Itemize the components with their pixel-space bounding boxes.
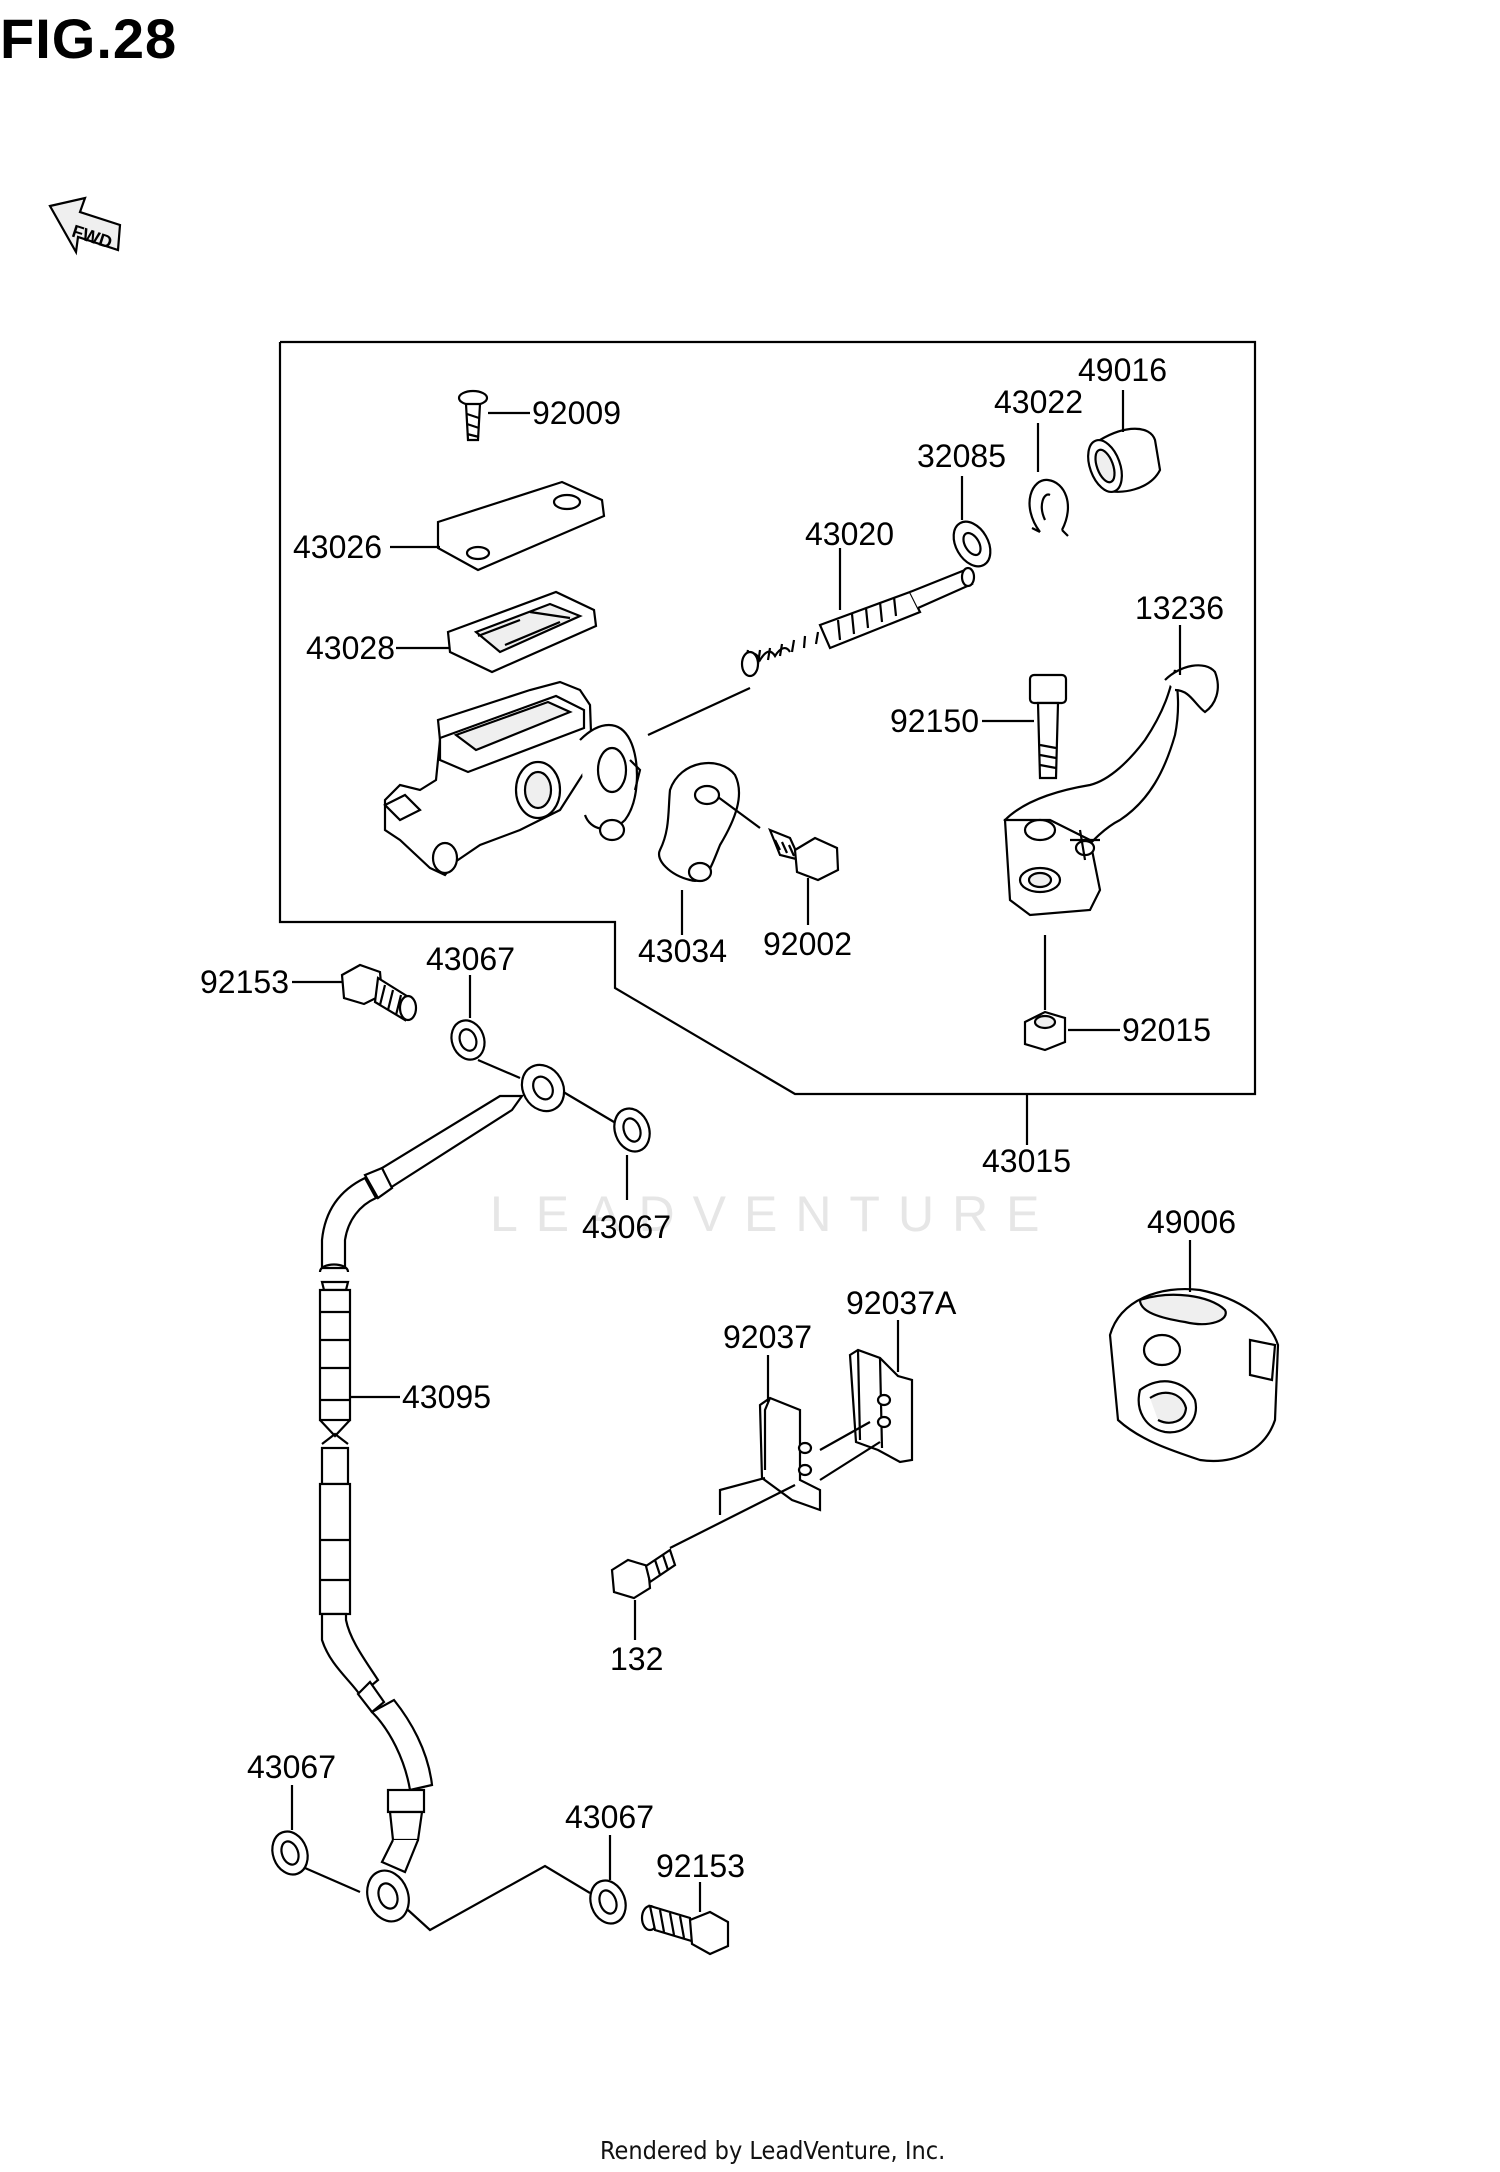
- nut-92015: [1023, 1010, 1067, 1052]
- part-label-92009: 92009: [532, 395, 621, 431]
- washer-43067-c: [271, 1830, 309, 1876]
- boot-49016: [1087, 427, 1162, 493]
- part-label-49016: 49016: [1078, 352, 1167, 388]
- part-label-43067-b: 43067: [582, 1209, 671, 1245]
- washer-43067-b: [613, 1107, 651, 1153]
- banjo-bolt-92153-bottom: [640, 1904, 730, 1956]
- banjo-bolt-92153-top: [340, 963, 418, 1022]
- washer-32085: [952, 520, 992, 568]
- part-label-43067-d: 43067: [565, 1799, 654, 1835]
- bolt-92150: [1028, 673, 1068, 780]
- lever-13236: [1003, 664, 1219, 917]
- fwd-arrow-icon: FWD: [48, 196, 122, 256]
- master-cylinder-body: [383, 680, 642, 877]
- bracket-92037A: [848, 1348, 914, 1464]
- watermark: LEADVENTURE: [490, 1186, 1058, 1242]
- bracket-92037: [758, 1396, 822, 1512]
- part-label-43034: 43034: [638, 933, 727, 969]
- bolt-132: [610, 1548, 677, 1600]
- part-label-92037: 92037: [723, 1319, 812, 1355]
- part-label-32085: 32085: [917, 438, 1006, 474]
- part-label-43028: 43028: [306, 630, 395, 666]
- part-label-92153-top: 92153: [200, 964, 289, 1000]
- part-label-92153-bottom: 92153: [656, 1848, 745, 1884]
- brake-hose-43095: [318, 1063, 566, 1923]
- part-label-92150: 92150: [890, 703, 979, 739]
- part-label-43095: 43095: [402, 1379, 491, 1415]
- part-label-92002: 92002: [763, 926, 852, 962]
- washer-43067-d: [589, 1879, 627, 1925]
- part-label-43026: 43026: [293, 529, 382, 565]
- washer-43067-a: [450, 1019, 486, 1061]
- part-label-92015: 92015: [1122, 1012, 1211, 1048]
- part-label-43022: 43022: [994, 384, 1083, 420]
- part-label-43020: 43020: [805, 516, 894, 552]
- diaphragm-43028: [446, 590, 598, 674]
- footer-credit: Rendered by LeadVenture, Inc.: [600, 2136, 946, 2165]
- part-label-13236: 13236: [1135, 590, 1224, 626]
- part-label-132: 132: [610, 1641, 663, 1677]
- assembly-box-43015: [278, 340, 1257, 1096]
- part-label-43067-a: 43067: [426, 941, 515, 977]
- reservoir-cap-43026: [436, 480, 606, 572]
- part-label-43015: 43015: [982, 1143, 1071, 1179]
- part-label-92037A: 92037A: [846, 1285, 957, 1321]
- part-label-49006: 49006: [1147, 1204, 1236, 1240]
- figure-title: FIG.28: [0, 7, 178, 70]
- clamp-43034: [657, 761, 740, 883]
- circlip-43022: [1028, 478, 1070, 537]
- piston-spring-43020: [740, 566, 976, 678]
- switch-housing-49006: [1108, 1288, 1280, 1462]
- bolt-92002: [768, 828, 840, 882]
- screw-92009: [457, 389, 489, 442]
- part-label-43067-c: 43067: [247, 1749, 336, 1785]
